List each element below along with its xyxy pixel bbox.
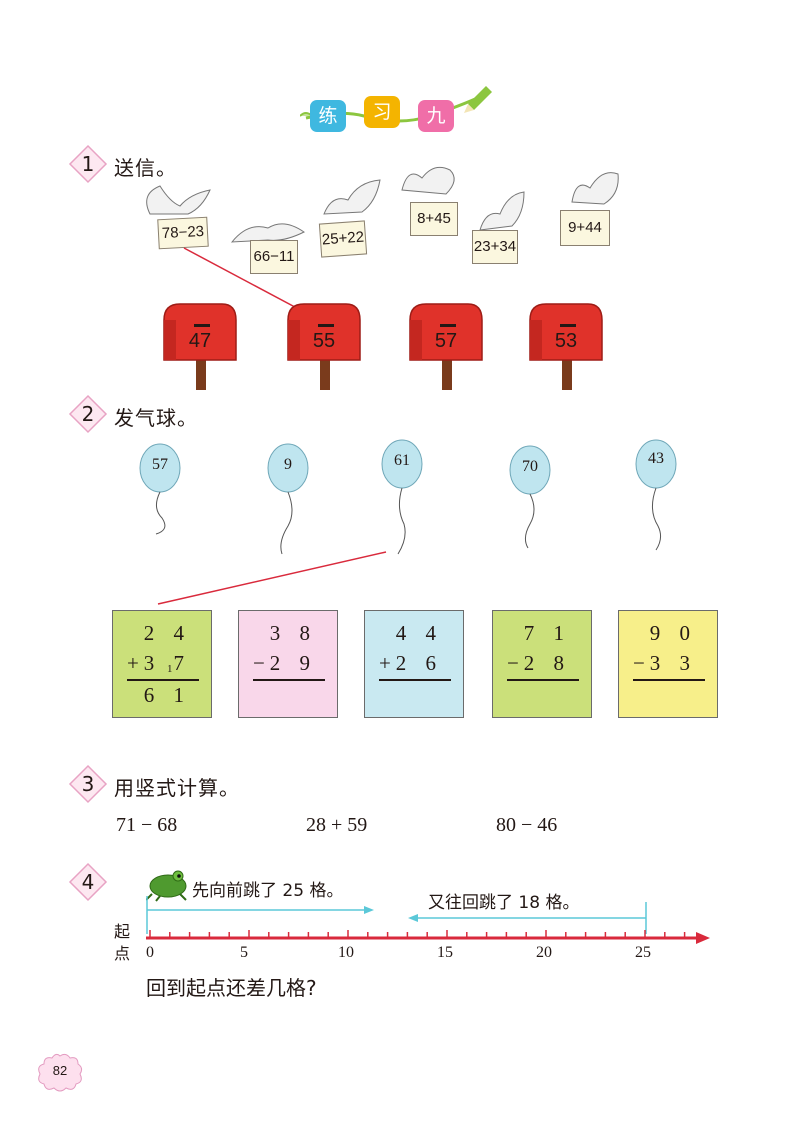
tick-label-20: 20 <box>536 944 552 961</box>
section-3-title: 用竖式计算。 <box>114 776 240 800</box>
pigeon-icon <box>479 191 525 231</box>
problem-bottom: 3 3 <box>649 651 697 675</box>
section-1-title: 送信。 <box>114 156 177 180</box>
exercise-1: 71 − 68 <box>116 814 178 836</box>
card-23+34: 23+34 <box>472 230 518 264</box>
diamond-badge-icon <box>68 144 108 184</box>
sum-line <box>507 679 579 681</box>
section-2-marker: 2 <box>68 394 108 434</box>
pigeon-icon <box>146 185 211 215</box>
balloon-57[interactable]: 57 <box>138 442 188 572</box>
balloon-icon <box>381 439 423 555</box>
problem-answer: 6 1 <box>143 683 191 707</box>
mailbox-55[interactable]: 55 <box>286 300 362 390</box>
question-text: 回到起点还差几格? <box>146 976 317 1000</box>
start-label-1: 起 <box>114 922 131 941</box>
pencil-icon <box>464 86 492 113</box>
sum-line <box>379 679 451 681</box>
section-3-marker: 3 <box>68 764 108 804</box>
balloon-70[interactable]: 70 <box>508 444 558 574</box>
carry-mark: 1 <box>167 663 173 675</box>
frog-icon <box>146 870 187 902</box>
sum-line <box>127 679 199 681</box>
mailbox-icon <box>409 303 483 390</box>
problem-top: 4 4 <box>395 621 443 645</box>
balloon-icon <box>139 443 181 535</box>
problem-operator: + <box>127 651 139 675</box>
exercise-title: 练 习 九 <box>300 82 500 142</box>
balloon-icon <box>635 439 677 551</box>
title-char-1: 练 <box>310 100 346 132</box>
problem-box-4[interactable]: 7 1 − 2 8 <box>492 610 592 718</box>
balloon-icon <box>267 443 309 555</box>
problem-top: 7 1 <box>523 621 571 645</box>
title-char-2: 习 <box>364 96 400 128</box>
mailbox-53[interactable]: 53 <box>528 300 604 390</box>
backward-arrow <box>408 902 647 934</box>
problem-top: 3 8 <box>269 621 317 645</box>
exercise-3: 80 − 46 <box>496 814 558 836</box>
tick-label-25: 25 <box>635 944 651 961</box>
number-line-ticks <box>149 930 686 938</box>
card-9+44: 9+44 <box>560 210 610 246</box>
pigeon-icon <box>230 223 305 243</box>
tick-label-0: 0 <box>146 944 154 961</box>
problem-operator: − <box>633 651 645 675</box>
tick-label-10: 10 <box>338 944 354 961</box>
pigeon-icon <box>323 179 381 215</box>
diamond-badge-icon <box>68 764 108 804</box>
sum-line <box>633 679 705 681</box>
section-1-marker: 1 <box>68 144 108 184</box>
problem-operator: + <box>379 651 391 675</box>
balloon-43[interactable]: 43 <box>634 438 684 568</box>
problem-top: 9 0 <box>649 621 697 645</box>
section-4-marker: 4 <box>68 862 108 902</box>
pigeon-icon <box>571 172 619 205</box>
diamond-badge-icon <box>68 862 108 902</box>
page-number-badge: 82 <box>36 1052 84 1092</box>
tick-label-5: 5 <box>240 944 248 961</box>
exercise-2: 28 + 59 <box>306 814 368 836</box>
balloon-9[interactable]: 9 <box>266 442 316 572</box>
start-label-2: 点 <box>114 944 131 963</box>
sum-line <box>253 679 325 681</box>
problem-box-1[interactable]: 2 4 + 3 7 1 6 1 <box>112 610 212 718</box>
problem-operator: − <box>507 651 519 675</box>
pigeon-icon <box>401 166 455 195</box>
problem-box-5[interactable]: 9 0 − 3 3 <box>618 610 718 718</box>
forward-arrow <box>146 896 374 934</box>
problem-box-3[interactable]: 4 4 + 2 6 <box>364 610 464 718</box>
balloon-icon <box>509 445 551 549</box>
problem-operator: − <box>253 651 265 675</box>
card-66-11: 66−11 <box>250 240 298 274</box>
mailbox-icon <box>287 303 361 390</box>
mailbox-icon <box>163 303 237 390</box>
problem-bottom: 2 9 <box>269 651 317 675</box>
balloon-61[interactable]: 61 <box>380 438 430 568</box>
card-8+45: 8+45 <box>410 202 458 236</box>
mailbox-47[interactable]: 47 <box>162 300 238 390</box>
mailbox-icon <box>529 303 603 390</box>
tick-label-15: 15 <box>437 944 453 961</box>
mailbox-57[interactable]: 57 <box>408 300 484 390</box>
problem-bottom: 3 7 <box>143 651 191 675</box>
section-2-title: 发气球。 <box>114 406 198 430</box>
backward-jump-text: 又往回跳了 18 格。 <box>428 893 580 913</box>
title-char-3: 九 <box>418 100 454 132</box>
page-number: 82 <box>52 1063 68 1078</box>
forward-jump-text: 先向前跳了 25 格。 <box>192 881 344 901</box>
problem-bottom: 2 8 <box>523 651 571 675</box>
diamond-badge-icon <box>68 394 108 434</box>
problem-top: 2 4 <box>143 621 191 645</box>
problem-box-2[interactable]: 3 8 − 2 9 <box>238 610 338 718</box>
flower-badge-icon <box>38 1053 83 1092</box>
problem-bottom: 2 6 <box>395 651 443 675</box>
